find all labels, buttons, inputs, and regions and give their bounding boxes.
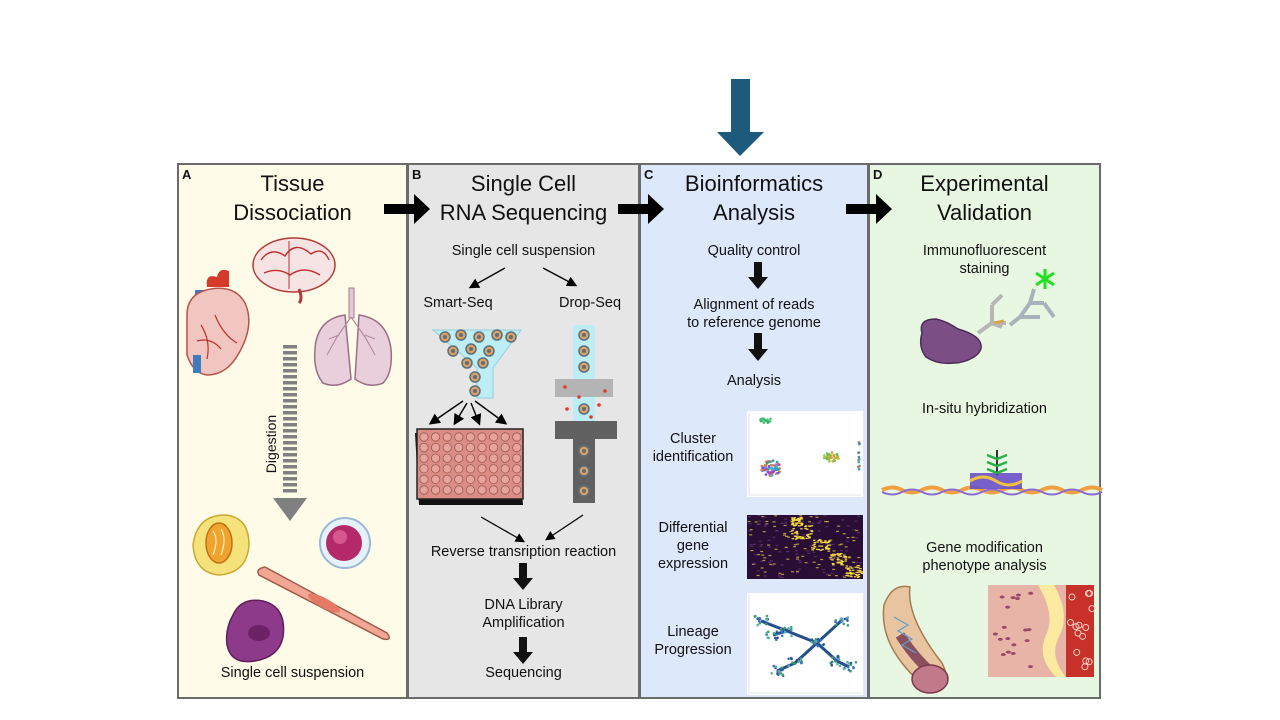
alignment-label: Alignment of reads to reference genome [687, 297, 821, 331]
cell-icon [192, 514, 250, 576]
brain-icon [252, 237, 336, 305]
dna-library-label: DNA Library Amplification [482, 597, 565, 631]
panel-single-cell-rna-sequencing: B Single Cell RNA Sequencing Single cell… [407, 163, 640, 699]
microfluidic-chip-icon [555, 325, 617, 503]
panel-letter: B [412, 167, 422, 182]
flow-arrow-b-c [618, 194, 664, 224]
fluorophore-icon [1035, 269, 1055, 289]
sequencing-label: Sequencing [485, 665, 562, 681]
digestion-arrow [283, 345, 297, 493]
merge-arrow-right [545, 514, 584, 541]
single-cell-suspension-label: Single cell suspension [220, 665, 365, 681]
validation-illustrations [881, 269, 1103, 694]
gene-modification-label: Gene modification phenotype analysis [922, 540, 1047, 574]
panel-letter: D [873, 167, 883, 182]
tissue-section-icon [988, 585, 1096, 677]
panel-title: Tissue Dissociation [233, 171, 352, 225]
funnel-icon [431, 329, 522, 399]
heatmap-icon [747, 515, 864, 579]
cell-icon [225, 599, 285, 663]
digestion-arrowhead [273, 498, 307, 521]
heart-icon [186, 269, 250, 376]
top-input-arrow [717, 79, 764, 156]
panel-experimental-validation: D Experimental Validation Immunofluoresc… [868, 163, 1103, 699]
panel-title: Bioinformatics Analysis [684, 171, 824, 225]
down-arrow [513, 563, 533, 590]
flow-arrow-a-b [384, 194, 430, 224]
split-arrow-right [542, 267, 578, 287]
differential-expression-label: Differential gene expression [657, 520, 729, 572]
quality-control-label: Quality control [707, 243, 801, 259]
antibody-icon [919, 269, 1056, 365]
down-arrow [748, 262, 768, 289]
trajectory-plot-icon [747, 593, 863, 695]
vessel-icon [882, 585, 949, 694]
in-situ-label: In-situ hybridization [922, 401, 1047, 417]
sequencing-illustrations [415, 267, 617, 664]
suspension-label: Single cell suspension [451, 243, 596, 259]
drop-seq-label: Drop-Seq [558, 295, 622, 311]
panel-bioinformatics-analysis: C Bioinformatics Analysis Quality contro… [639, 163, 869, 699]
split-arrow-left [468, 267, 506, 289]
merge-arrow-left [480, 516, 526, 543]
analysis-label: Analysis [727, 373, 781, 389]
distribution-arrows [428, 400, 508, 426]
dna-probe-icon [881, 450, 1103, 496]
panel-title: Single Cell RNA Sequencing [439, 171, 608, 225]
cell-icon [319, 517, 371, 569]
panel-letter: C [644, 167, 654, 182]
cell-icon [257, 566, 390, 641]
well-plate-icon [415, 428, 524, 505]
down-arrow [513, 637, 533, 664]
lineage-progression-label: Lineage Progression [654, 624, 732, 658]
flow-arrow-c-d [846, 194, 892, 224]
immunofluorescent-label: Immunofluorescent staining [922, 243, 1047, 277]
panel-tissue-dissociation: A Tissue Dissociation [177, 163, 408, 699]
umap-plot-icon [747, 411, 863, 497]
analysis-illustrations [747, 262, 864, 695]
lungs-icon [313, 287, 393, 386]
down-arrow [748, 333, 768, 361]
panel-title: Experimental Validation [920, 171, 1049, 225]
reverse-transcription-label: Reverse transription reaction [430, 544, 617, 560]
smart-seq-label: Smart-Seq [423, 295, 493, 311]
panel-letter: A [182, 167, 192, 182]
cluster-identification-label: Cluster identification [652, 431, 734, 465]
tissue-illustrations [186, 237, 393, 663]
